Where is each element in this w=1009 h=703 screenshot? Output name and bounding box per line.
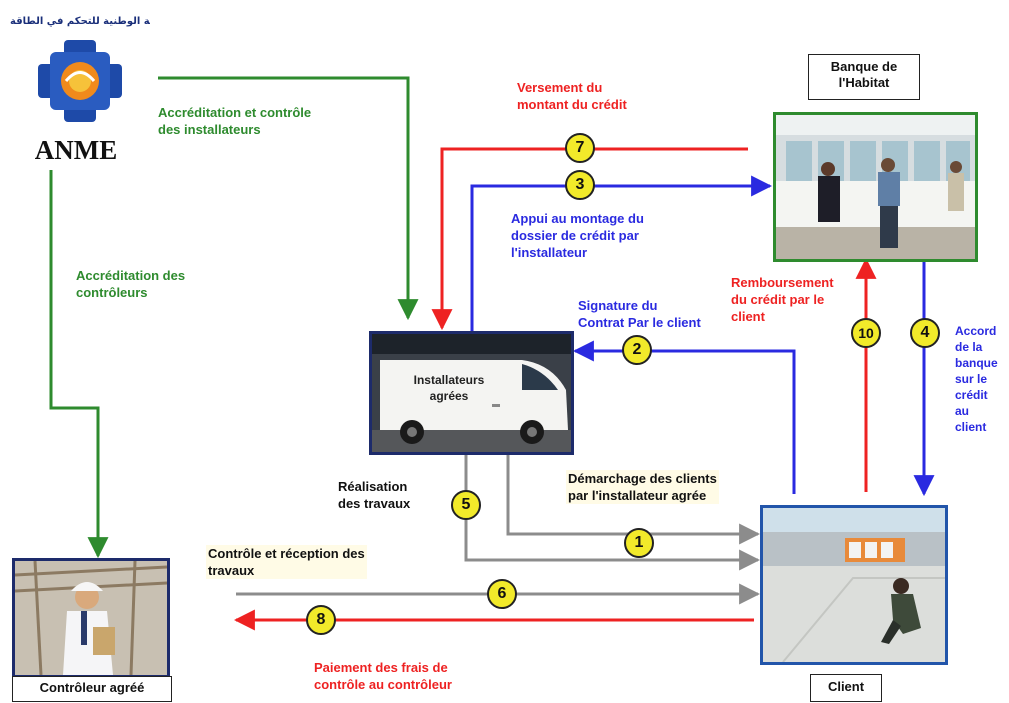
arrow-versement-credit — [431, 147, 748, 331]
step-badge-4: 4 — [910, 318, 940, 348]
installers-photo: Installateurs agrées — [369, 331, 574, 455]
step-badge-10: 10 — [851, 318, 881, 348]
controller-inspector-icon — [15, 561, 167, 675]
bank-photo — [773, 112, 978, 262]
label-paiement-frais: Paiement des frais de contrôle au contrô… — [314, 660, 452, 692]
step-badge-3: 3 — [565, 170, 595, 200]
label-accord-banque: Accord de la banque sur le crédit au cli… — [955, 324, 998, 434]
label-demarchage: Démarchage des clients par l'installateu… — [566, 470, 719, 504]
step-badge-1: 1 — [624, 528, 654, 558]
arrow-demarchage — [506, 448, 761, 545]
step-badge-7: 8 — [306, 605, 336, 635]
anme-arabic-text: الوكالة الوطنية للتحكم في الطاقة — [10, 16, 150, 27]
client-rooftop-icon — [763, 508, 945, 662]
step-badge-6: 6 — [487, 579, 517, 609]
controller-title-box: Contrôleur agréé — [12, 676, 172, 702]
installers-label: Installateurs agrées — [413, 373, 485, 403]
controller-photo — [12, 558, 170, 678]
label-remboursement: Remboursement du crédit par le client — [731, 275, 834, 324]
label-accreditation-controllers: Accréditation des contrôleurs — [76, 268, 186, 300]
step-badge-5: 5 — [451, 490, 481, 520]
client-title-box: Client — [810, 674, 882, 702]
arrow-accreditation-controllers — [49, 170, 109, 559]
label-appui-dossier: Appui au montage du dossier de crédit pa… — [511, 211, 644, 260]
step-badge-2: 2 — [622, 335, 652, 365]
label-controle-reception: Contrôle et réception des travaux — [206, 545, 367, 579]
anme-wordmark: ANME — [34, 135, 118, 165]
arrow-appui-dossier — [470, 175, 773, 333]
arrow-realisation-travaux — [464, 448, 761, 571]
client-photo — [760, 505, 948, 665]
label-versement-credit: Versement du montant du crédit — [517, 80, 627, 112]
bank-title-box: Banque de l'Habitat — [808, 54, 920, 100]
label-signature-contrat: Signature du Contrat Par le client — [578, 298, 701, 330]
step-badge-8: 7 — [565, 133, 595, 163]
arrow-accreditation-installers — [158, 76, 419, 321]
label-realisation-travaux: Réalisation des travaux — [338, 479, 411, 511]
anme-emblem-icon — [38, 40, 122, 122]
label-accreditation-installers: Accréditation et contrôle des installate… — [158, 105, 312, 137]
anme-logo: الوكالة الوطنية للتحكم في الطاقة ANME — [6, 14, 154, 170]
bank-counter-icon — [776, 115, 975, 259]
installer-van-icon — [372, 334, 571, 452]
